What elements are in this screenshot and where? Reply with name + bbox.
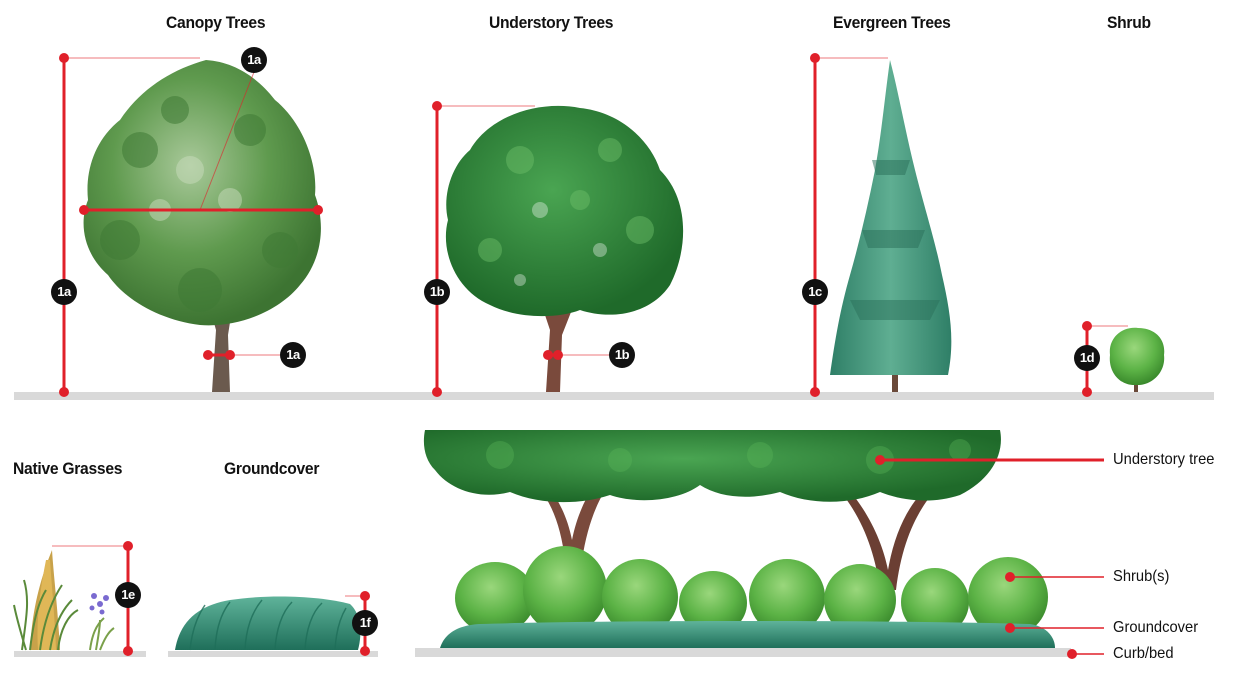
badge-shrub-height: 1d [1074,345,1100,371]
native-grasses-illustration [14,550,114,650]
understory-trees-title: Understory Trees [489,13,613,33]
badge-groundcover-height: 1f [352,610,378,636]
badge-canopy-height: 1a [51,279,77,305]
badge-evergreen-height: 1c [802,279,828,305]
badge-canopy-spread: 1a [241,47,267,73]
canopy-trees-title: Canopy Trees [166,13,265,33]
understory-tree-illustration [446,106,683,392]
label-understory-tree: Understory tree [1113,451,1214,469]
groundcover-title: Groundcover [224,459,319,479]
top-ground-strip [14,392,1214,400]
native-grasses-title: Native Grasses [13,459,122,479]
badge-grasses-height: 1e [115,582,141,608]
label-curb-bed: Curb/bed [1113,645,1174,663]
shrub-title: Shrub [1107,13,1151,33]
curb-callout-line [1067,649,1104,659]
label-groundcover: Groundcover [1113,619,1198,637]
badge-understory-height: 1b [424,279,450,305]
label-shrubs: Shrub(s) [1113,568,1169,586]
badge-canopy-caliper: 1a [280,342,306,368]
evergreen-trees-title: Evergreen Trees [833,13,951,33]
evergreen-tree-illustration [830,60,951,392]
section-curb-strip [415,648,1071,657]
section-groundcover [440,621,1055,648]
groundcover-illustration [175,597,360,650]
canopy-tree-illustration [84,60,321,392]
groundcover-ground-strip [168,651,378,657]
badge-understory-caliper: 1b [609,342,635,368]
shrub-illustration [1110,328,1164,392]
